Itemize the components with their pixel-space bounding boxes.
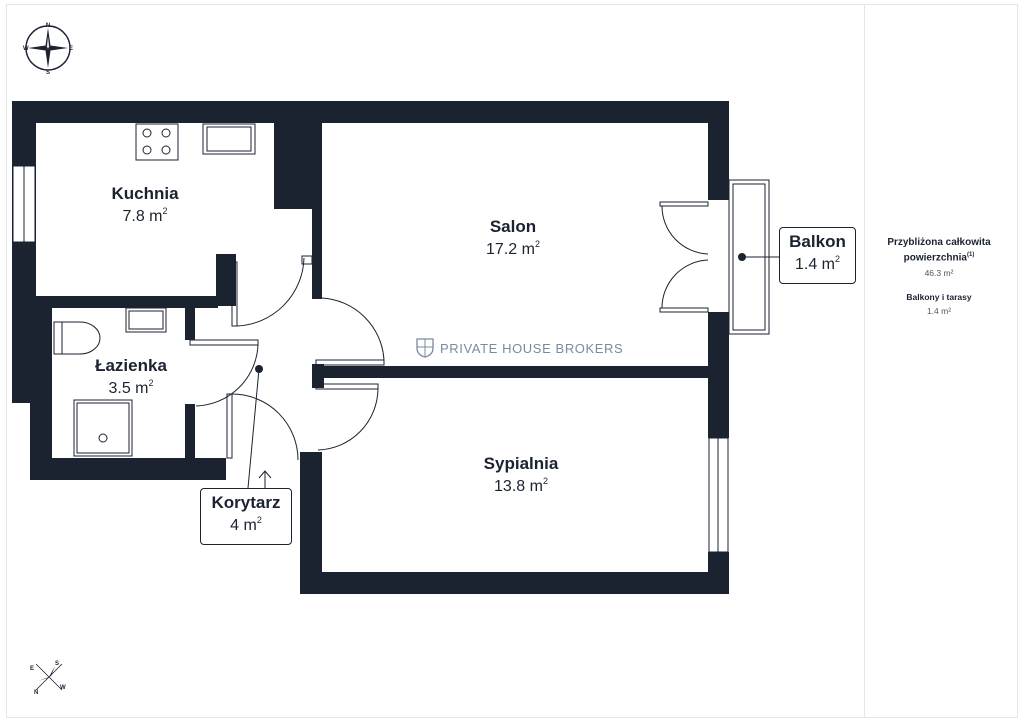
- compass-rose-icon: N E S W: [23, 23, 73, 74]
- bathroom-sink-icon: [125, 307, 167, 333]
- room-area: 3.5 m2: [108, 378, 154, 397]
- walls: [12, 101, 729, 594]
- window-lines: [23, 166, 719, 552]
- room-name: Salon: [489, 217, 537, 236]
- room-area: 17.2 m2: [486, 239, 540, 258]
- room-area: 13.8 m2: [494, 476, 548, 495]
- room-label-sypialnia: Sypialnia 13.8 m2: [466, 454, 576, 496]
- compass-n-label: N: [34, 690, 38, 696]
- kitchen-fixtures: [135, 123, 256, 161]
- room-name: Sypialnia: [483, 454, 559, 473]
- room-label-salon: Salon 17.2 m2: [458, 217, 568, 259]
- room-label-lazienka: Łazienka 3.5 m2: [76, 356, 186, 398]
- stove-icon: [135, 123, 179, 161]
- area-summary: Przybliżona całkowita powierzchnia(1) 46…: [878, 236, 1000, 316]
- balcony-area-label: Balkony i tarasy: [906, 292, 972, 303]
- shower-icon: [73, 399, 133, 457]
- room-name: Balkon: [789, 232, 846, 251]
- compass-n-label: N: [46, 23, 50, 29]
- compass-w-label: W: [60, 685, 66, 691]
- total-area-value: 46.3 m²: [924, 268, 954, 279]
- total-area-label: Przybliżona całkowita powierzchnia(1): [887, 237, 991, 264]
- room-name: Kuchnia: [111, 184, 179, 203]
- room-label-balkon: Balkon 1.4 m2: [779, 227, 856, 284]
- compass-s-label: S: [46, 70, 50, 74]
- room-label-kuchnia: Kuchnia 7.8 m2: [90, 184, 200, 226]
- watermark: PRIVATE HOUSE BROKERS: [416, 338, 623, 358]
- room-name: Korytarz: [211, 493, 281, 512]
- compass-e-label: E: [69, 46, 73, 52]
- room-area: 1.4 m2: [794, 254, 841, 273]
- room-area: 4 m2: [230, 515, 262, 534]
- kitchen-sink-icon: [202, 123, 256, 155]
- toilet-icon: [53, 321, 101, 355]
- summary-divider: [864, 4, 865, 718]
- compass-s-label: S: [55, 661, 59, 667]
- balcony-area-value: 1.4 m²: [926, 306, 952, 317]
- markers: [255, 253, 746, 373]
- room-name: Łazienka: [95, 356, 167, 375]
- bathroom-fixtures: [53, 307, 167, 457]
- leader-lines: [247, 256, 780, 490]
- watermark-text: PRIVATE HOUSE BROKERS: [440, 340, 624, 356]
- page-frame: [6, 4, 1018, 718]
- compass-e-label: E: [30, 666, 34, 672]
- room-label-korytarz: Korytarz 4 m2: [200, 488, 292, 545]
- small-compass-icon: S E N W: [30, 661, 66, 696]
- doors: [189, 201, 709, 461]
- compass-w-label: W: [23, 46, 29, 52]
- shield-logo-icon: [416, 338, 434, 358]
- room-area: 7.8 m2: [122, 206, 168, 225]
